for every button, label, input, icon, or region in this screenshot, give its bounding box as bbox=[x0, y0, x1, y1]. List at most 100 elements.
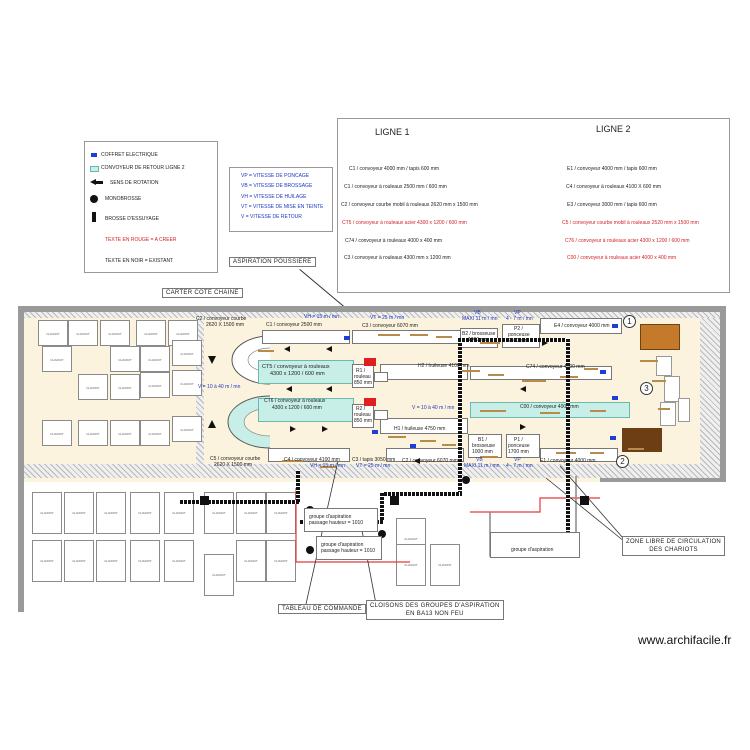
chariot: CHARIOT bbox=[236, 540, 266, 582]
chariot: CHARIOT bbox=[130, 492, 160, 534]
c5-size: 2620 X 1500 mm bbox=[214, 462, 253, 468]
p2-label-1: P2 / bbox=[514, 326, 523, 332]
monobrosse-icon bbox=[378, 530, 386, 538]
ligne2-item: C00 / convoyeur à rouleaux acier 4000 x … bbox=[567, 255, 677, 261]
c3-top-label: C3 / convoyeur 6070 mm bbox=[362, 323, 418, 329]
red-duct bbox=[295, 488, 410, 563]
c1-top-label: C1 / convoyeur 2500 mm bbox=[266, 322, 322, 328]
rotation-arrow-icon bbox=[542, 340, 548, 346]
chariot: CHARIOT bbox=[68, 320, 98, 346]
aspiration-group-2: groupe d'aspiration passage hauteur = 10… bbox=[316, 536, 382, 560]
carter-callout: CARTER COTE CHAINE bbox=[162, 288, 243, 298]
speed-vb: VB = VITESSE DE BROSSAGE bbox=[241, 183, 313, 189]
b2-label-1: B2 / brosseuse bbox=[462, 331, 496, 337]
vb-top: VB bbox=[474, 310, 481, 316]
chariot-label: CHARIOT bbox=[244, 511, 258, 515]
chariot-label: CHARIOT bbox=[438, 563, 452, 567]
chariot: CHARIOT bbox=[32, 540, 62, 582]
brush-strip bbox=[442, 444, 456, 446]
chariot: CHARIOT bbox=[110, 346, 140, 372]
g1-label-1: groupe d'aspiration bbox=[309, 514, 352, 520]
brush-strip bbox=[410, 334, 428, 336]
monobrosse-icon bbox=[90, 195, 98, 203]
e1-conveyor bbox=[540, 448, 618, 462]
ligne1-item: C74 / convoyeur à rouleaux 4000 x 400 mm bbox=[345, 238, 442, 244]
c2-size: 2620 X 1500 mm bbox=[206, 322, 245, 328]
maxi-bot: MAXI 11 m / mn bbox=[464, 463, 500, 469]
stock-rack-3 bbox=[660, 402, 676, 426]
b1-label-3: 1000 mm bbox=[472, 449, 493, 455]
chariot-label: CHARIOT bbox=[138, 511, 152, 515]
brush-strip bbox=[522, 380, 546, 382]
e1-label: E1 / convoyeur 4000 mm bbox=[540, 458, 596, 464]
p2-ponceuse bbox=[502, 324, 540, 348]
monobrosse-icon bbox=[306, 546, 314, 554]
chariot: CHARIOT bbox=[396, 544, 426, 586]
ct6-conveyor bbox=[258, 398, 354, 422]
chariot-label: CHARIOT bbox=[104, 559, 118, 563]
vp-bot: VP bbox=[514, 457, 521, 463]
chariot-label: CHARIOT bbox=[176, 331, 190, 336]
wall-top bbox=[18, 306, 726, 312]
chariot: CHARIOT bbox=[136, 320, 166, 346]
wall-right bbox=[720, 306, 726, 482]
r2-rouleau bbox=[352, 404, 374, 428]
b1-label-2: brosseuse bbox=[472, 443, 496, 449]
brush-strip bbox=[480, 410, 506, 412]
brush-strip bbox=[540, 412, 560, 414]
chariot-label: CHARIOT bbox=[148, 431, 162, 436]
rotation-arrow-icon bbox=[286, 386, 292, 392]
chariot: CHARIOT bbox=[100, 320, 130, 346]
h1-label: H1 / huileuse 4750 mm bbox=[394, 426, 446, 432]
ligne2-item: C5 / convoyeur courbe mobil à rouleaux 2… bbox=[562, 220, 699, 226]
maxi-top: MAXI 11 m / mn bbox=[462, 316, 498, 322]
r2-label-3: 850 mm bbox=[354, 418, 373, 424]
chariot-label: CHARIOT bbox=[148, 383, 162, 388]
r1-label-2: rouleau bbox=[354, 374, 371, 380]
vp-top: VP bbox=[514, 310, 521, 316]
wall-bottom-right bbox=[600, 476, 726, 482]
rotation-arrow-icon bbox=[290, 426, 296, 432]
ligne2-item: E3 / convoyeur 3000 mm / tapis 600 mm bbox=[567, 202, 657, 208]
cloisons-line-1: CLOISONS DES GROUPES D'ASPIRATION bbox=[370, 603, 500, 609]
brush-strip bbox=[282, 460, 302, 462]
chariot: CHARIOT bbox=[64, 492, 94, 534]
chariot: CHARIOT bbox=[96, 540, 126, 582]
e4-label: E4 / convoyeur 4000 mm bbox=[554, 323, 610, 329]
c3-bot-label: C3 / tapis 3050 mm bbox=[352, 457, 396, 463]
chariot: CHARIOT bbox=[140, 346, 170, 372]
chariot-label: CHARIOT bbox=[172, 559, 186, 563]
chariot-label: CHARIOT bbox=[86, 431, 100, 436]
coffret-icon bbox=[410, 444, 416, 448]
ligne1-item: C3 / convoyeur à rouleaux 4300 mm x 1200… bbox=[344, 255, 451, 261]
lines-panel: LIGNE 1 LIGNE 2 C1 / convoyeur 4000 mm /… bbox=[337, 118, 730, 293]
chariot: CHARIOT bbox=[32, 492, 62, 534]
ct6-label-1: CT6 / convoyeur à rouleaux bbox=[264, 398, 326, 404]
brush-strip bbox=[652, 380, 666, 382]
c2-label: C2 / convoyeur courbe bbox=[196, 316, 247, 322]
ligne1-item: C1 / convoyeur 4000 mm / tapis 600 mm bbox=[349, 166, 440, 172]
rotation-arrow-icon bbox=[520, 386, 526, 392]
tableau-callout: TABLEAU DE COMMANDE bbox=[278, 604, 366, 614]
chariot-label: CHARIOT bbox=[212, 511, 226, 515]
chariot-label: CHARIOT bbox=[40, 511, 54, 515]
ligne1-item: C1 / convoyeur à rouleaux 2500 mm / 600 … bbox=[344, 184, 447, 190]
rotation-arrow-icon bbox=[284, 346, 290, 352]
chariot-label: CHARIOT bbox=[104, 511, 118, 515]
legend-brosse: BROSSE D'ESSUYAGE bbox=[105, 216, 159, 222]
rotation-arrow-icon bbox=[208, 420, 216, 428]
chariot-label: CHARIOT bbox=[86, 385, 100, 390]
brush-strip bbox=[480, 456, 498, 458]
chariot: CHARIOT bbox=[172, 340, 202, 366]
c4-label: C4 / convoyeur 4100 mm bbox=[284, 457, 340, 463]
chain-horizontal-4 bbox=[180, 500, 300, 504]
legend-rotation: SENS DE ROTATION bbox=[110, 180, 159, 186]
ligne2-title: LIGNE 2 bbox=[596, 124, 631, 134]
chariot-label: CHARIOT bbox=[212, 573, 226, 577]
zone-leader-2 bbox=[559, 465, 631, 547]
chariot: CHARIOT bbox=[172, 370, 202, 396]
coffret-icon bbox=[610, 436, 616, 440]
zone-callout: ZONE LIBRE DE CIRCULATION DES CHARIOTS bbox=[622, 536, 726, 556]
marker-2: 2 bbox=[616, 455, 629, 468]
chariot-label: CHARIOT bbox=[76, 331, 90, 336]
